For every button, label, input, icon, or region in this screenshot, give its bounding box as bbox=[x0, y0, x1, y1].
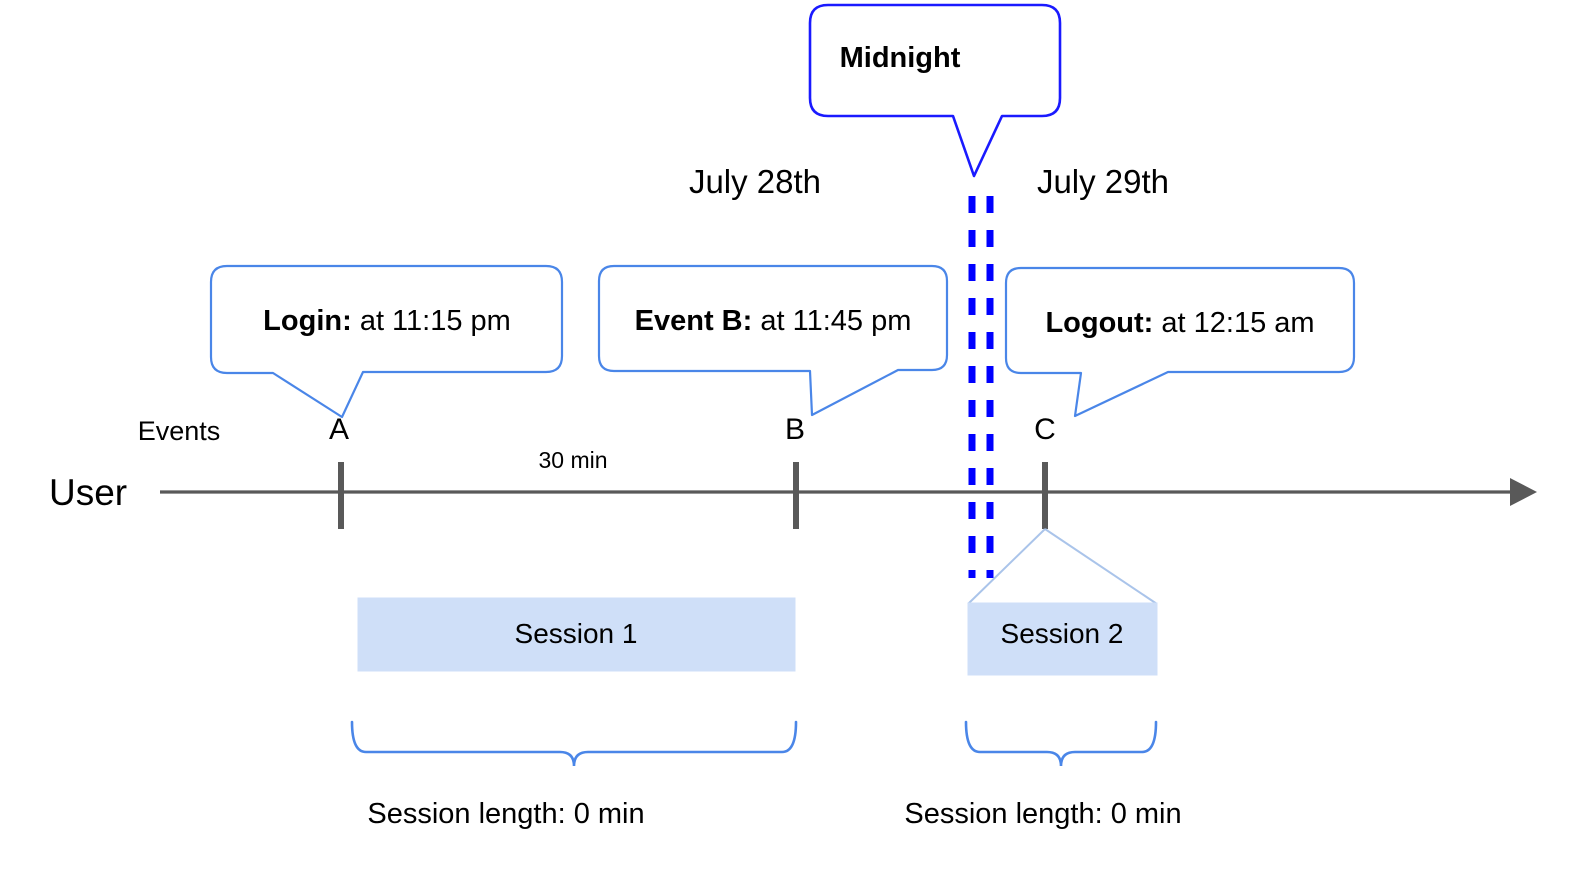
event-letter-a: A bbox=[328, 413, 350, 446]
session-2-label: Session 2 bbox=[1000, 618, 1124, 649]
midnight-dashed-lines bbox=[968, 196, 994, 578]
session-2-brace-path bbox=[964, 720, 1158, 767]
eventb-callout-rest: at 11:45 pm bbox=[752, 305, 912, 337]
session-1-length-label: Session length: 0 min bbox=[367, 798, 645, 830]
midnight-label: Midnight bbox=[839, 42, 961, 74]
eventb-callout-label: Event B: at 11:45 pm bbox=[635, 307, 912, 336]
session-2-connector-left bbox=[967, 528, 1046, 605]
logout-callout-shape bbox=[1004, 266, 1356, 418]
session-1-brace-path bbox=[350, 720, 798, 767]
midnight-bubble-path bbox=[808, 3, 1062, 178]
session-1-bar bbox=[357, 597, 796, 672]
session-1-label: Session 1 bbox=[514, 618, 638, 649]
login-callout-label: Login: at 11:15 pm bbox=[263, 307, 511, 336]
login-bubble-path bbox=[209, 264, 564, 419]
event-letter-b: B bbox=[784, 413, 806, 446]
timeline-arrow-head bbox=[1510, 478, 1537, 506]
midnight-callout-shape bbox=[808, 3, 1062, 178]
session-2-brace bbox=[964, 720, 1158, 767]
date-label-july-29: July 29th bbox=[1036, 163, 1170, 200]
logout-callout-rest: at 12:15 am bbox=[1153, 307, 1315, 339]
date-label-july-28: July 28th bbox=[688, 163, 822, 200]
session-2-length-label: Session length: 0 min bbox=[904, 798, 1182, 830]
timeline-axis bbox=[160, 478, 1537, 506]
eventb-callout-lead: Event B: bbox=[634, 305, 753, 337]
login-callout-rest: at 11:15 pm bbox=[351, 305, 511, 337]
login-callout-lead: Login: bbox=[263, 305, 352, 337]
login-callout-shape bbox=[209, 264, 564, 419]
eventb-callout-shape bbox=[597, 264, 949, 417]
logout-bubble-path bbox=[1004, 266, 1356, 418]
session-2-group bbox=[967, 528, 1158, 676]
session-2-bar bbox=[967, 602, 1158, 676]
logout-callout-label: Logout: at 12:15 am bbox=[1045, 309, 1314, 338]
events-row-label: Events bbox=[137, 416, 221, 446]
event-ticks bbox=[338, 462, 1048, 529]
user-row-label: User bbox=[49, 472, 128, 513]
event-letter-c: C bbox=[1034, 413, 1056, 446]
gap-duration-label: 30 min bbox=[538, 447, 608, 473]
logout-callout-lead: Logout: bbox=[1045, 307, 1154, 339]
session-2-connector-right bbox=[1044, 528, 1158, 605]
session-1-brace bbox=[350, 720, 798, 767]
eventb-bubble-path bbox=[597, 264, 949, 417]
